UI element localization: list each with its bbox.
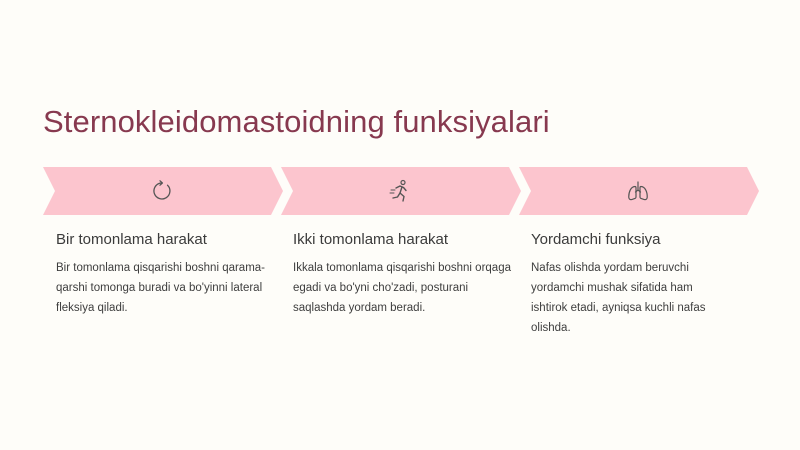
step-3-description: Nafas olishda yordam beruvchi yordamchi …	[531, 262, 706, 334]
rotate-icon	[153, 180, 171, 200]
running-person-icon	[389, 179, 407, 202]
step-2-heading: Ikki tomonlama harakat	[293, 231, 449, 248]
chevron-step-1	[43, 167, 283, 215]
step-1-heading: Bir tomonlama harakat	[56, 231, 207, 248]
step-1-description: Bir tomonlama qisqarishi boshni qarama-q…	[56, 262, 266, 314]
lungs-icon	[628, 181, 648, 201]
step-3-heading: Yordamchi funksiya	[531, 231, 661, 248]
step-2-description: Ikkala tomonlama qisqarishi boshni orqag…	[293, 262, 511, 314]
slide-title: Sternokleidomastoidning funksiyalari	[43, 104, 550, 139]
